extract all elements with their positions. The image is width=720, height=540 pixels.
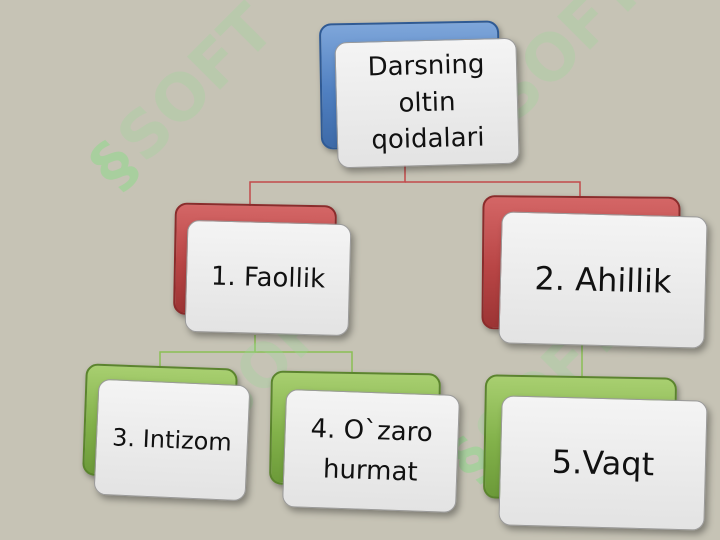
ozaro-label-line-2: hurmat: [322, 454, 419, 488]
ozaro-node: 4. O`zaro hurmat: [281, 388, 461, 514]
faollik-label: 1. Faollik: [210, 261, 326, 295]
watermark-1: §SOFT: [76, 0, 289, 204]
root-line-2: oltin: [398, 87, 456, 119]
intizom-label: 3. Intizom: [111, 423, 233, 457]
ahillik-node: 2. Ahillik: [498, 211, 708, 349]
ahillik-label: 2. Ahillik: [534, 259, 672, 301]
connector-faollik-to-ozaro: [255, 351, 353, 372]
root-node: Darsning oltin qoidalari: [334, 37, 520, 169]
root-line-1: Darsning: [367, 49, 485, 83]
root-line-3: qoidalari: [370, 122, 485, 156]
connector-root-to-faollik: [249, 165, 406, 208]
vaqt-node: 5.Vaqt: [498, 395, 708, 531]
faollik-node: 1. Faollik: [184, 219, 352, 337]
ozaro-label-line-1: 4. O`zaro: [310, 413, 434, 448]
vaqt-label: 5.Vaqt: [551, 442, 655, 484]
intizom-node: 3. Intizom: [93, 378, 251, 502]
connector-faollik-to-intizom: [159, 335, 256, 368]
